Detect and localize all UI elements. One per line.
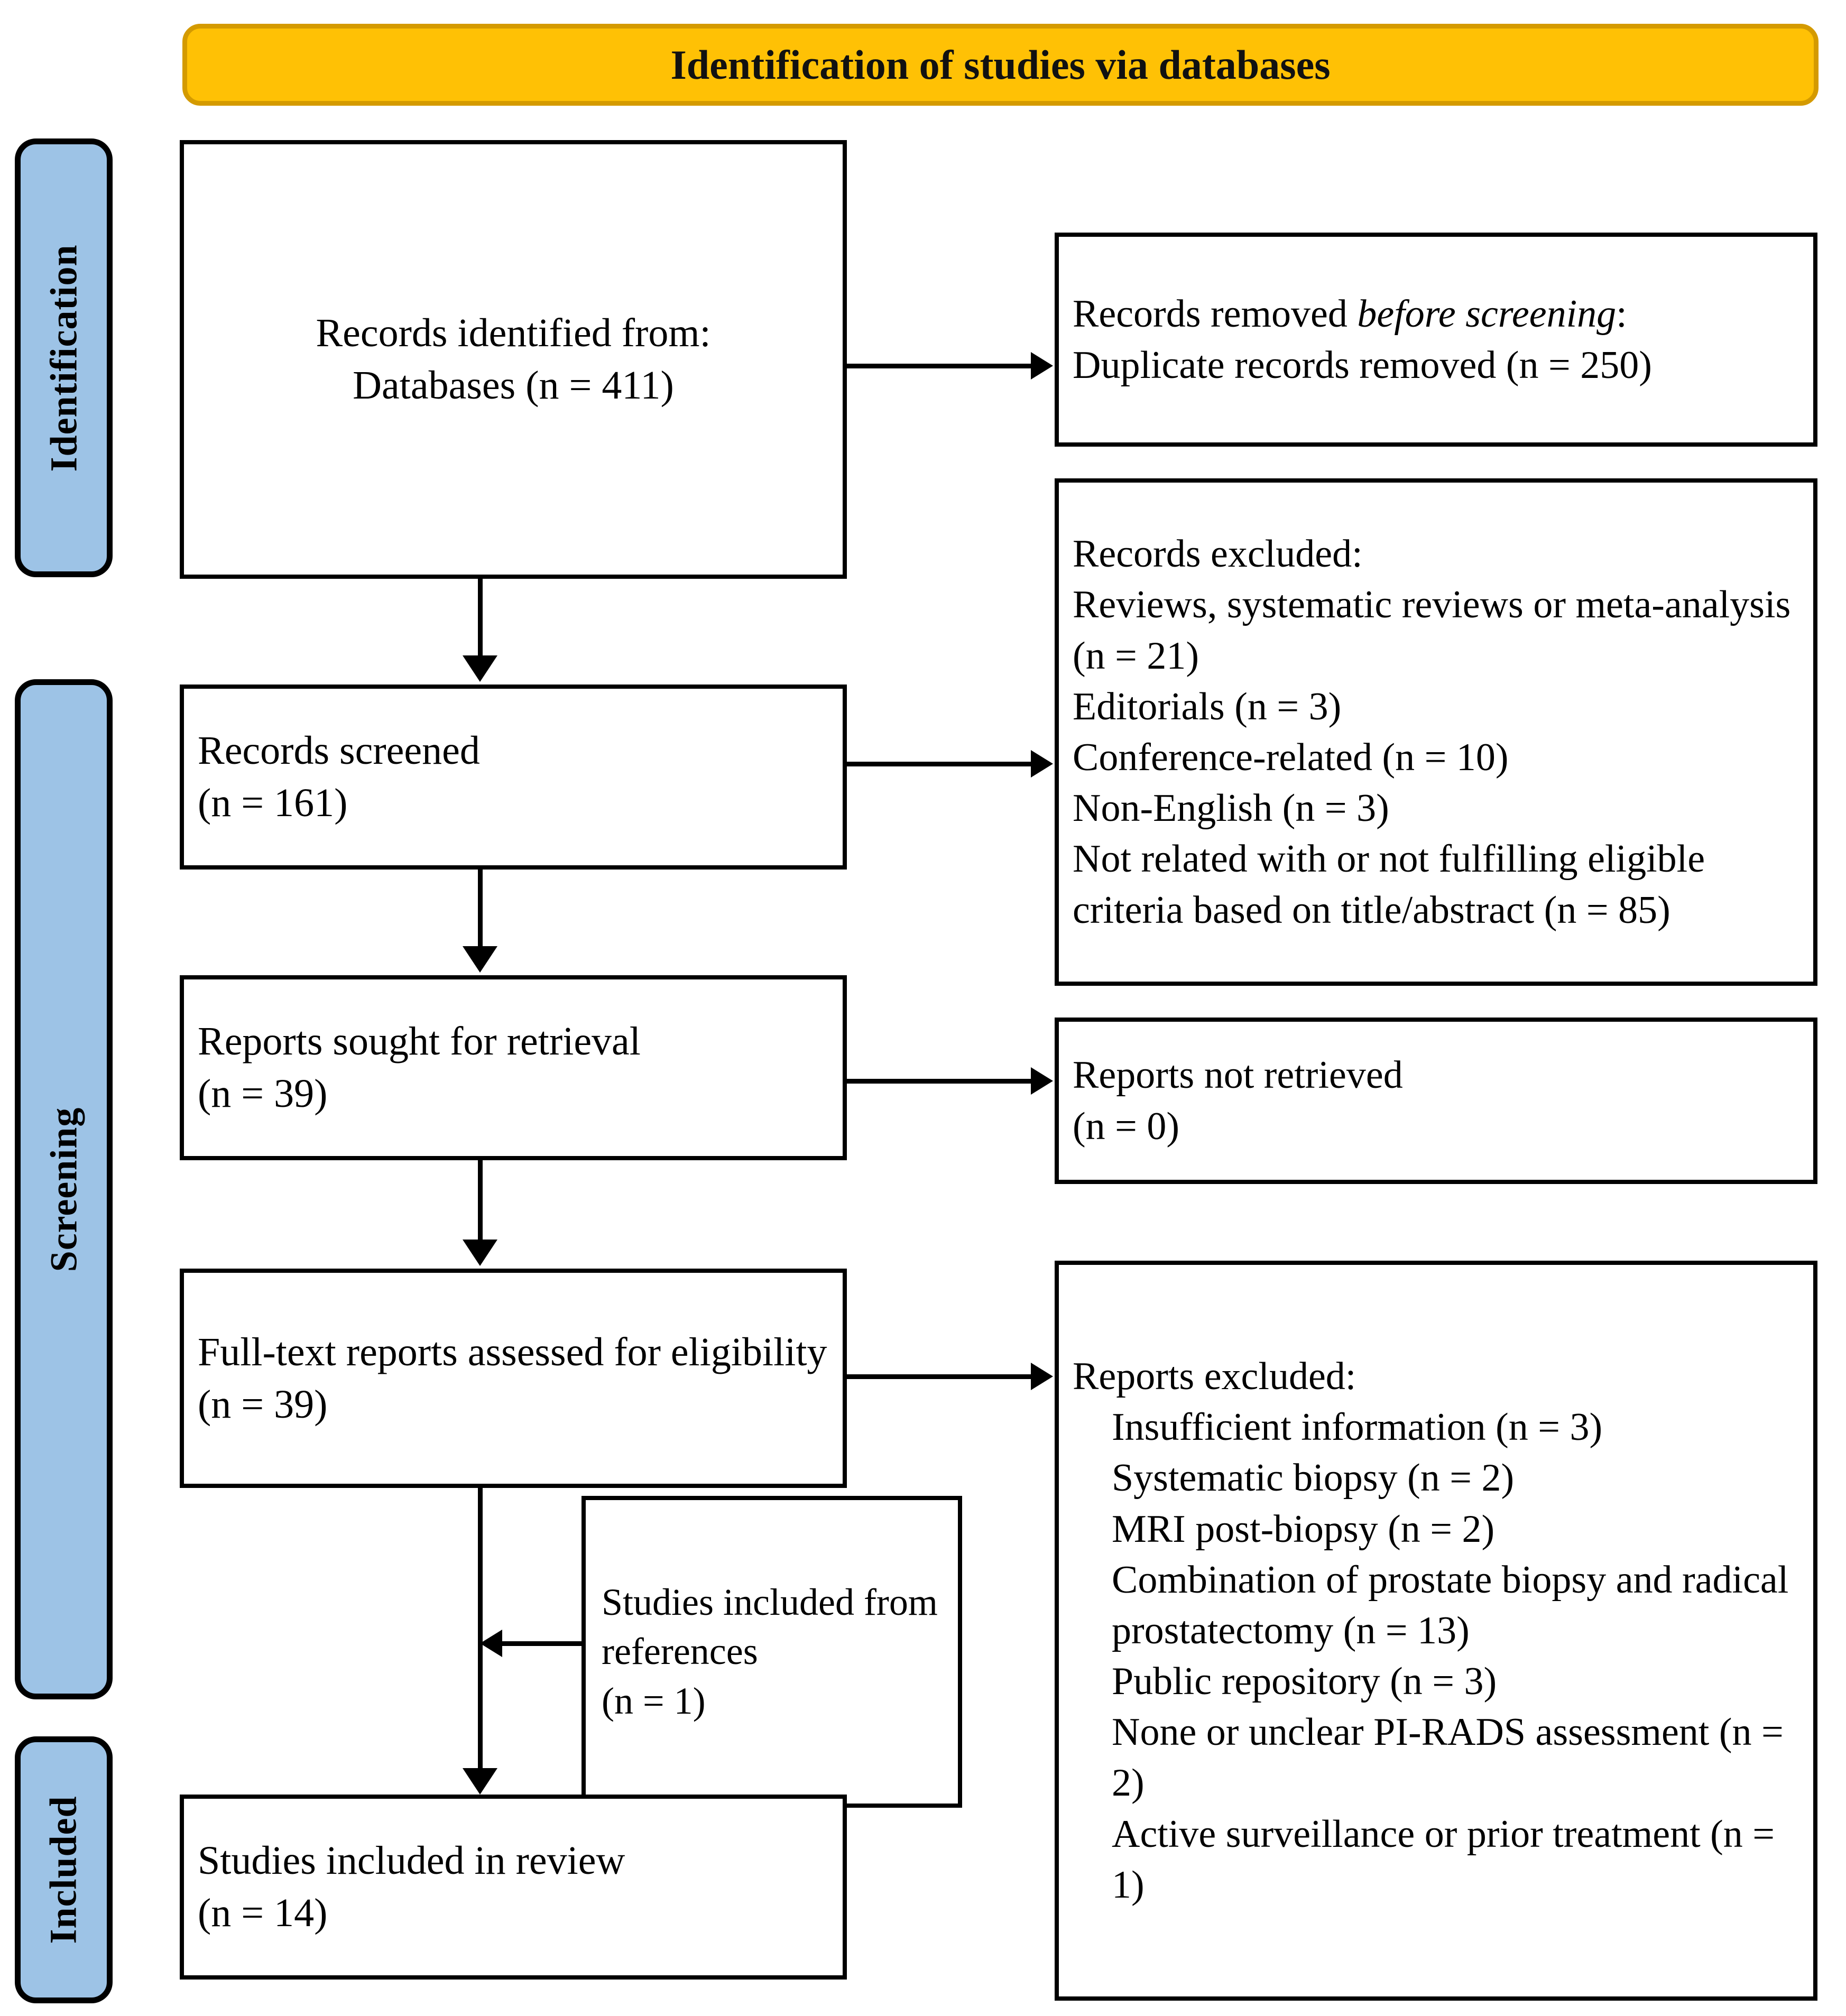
phase-label-identification: Identification [15,138,113,577]
reports-excluded-item-4: Public repository (n = 3) [1112,1660,1497,1704]
records-excluded-item-4: Not related with or not fulfilling eligi… [1073,837,1705,932]
connector-references-to-main [502,1641,584,1646]
records-screened-line1: Records screened [198,728,480,773]
arrow-screened-to-sought [463,946,497,973]
connector-identified-to-screened [478,579,483,661]
box-reports-sought: Reports sought for retrieval (n = 39) [180,975,847,1160]
box-fulltext-assessed: Full-text reports assessed for eligibili… [180,1269,847,1488]
records-excluded-item-3: Non-English (n = 3) [1073,787,1389,830]
records-removed-line2: Duplicate records removed (n = 250) [1073,343,1652,387]
phase-label-included: Included [15,1736,113,2003]
arrow-identified-to-screened [463,655,497,682]
connector-identified-to-removed [847,364,1032,368]
banner-title: Identification of studies via databases [670,41,1331,88]
box-reports-excluded: Reports excluded: Insufficient informati… [1055,1261,1817,2001]
reports-excluded-item-0: Insufficient information (n = 3) [1112,1405,1603,1449]
box-reports-not-retrieved: Reports not retrieved (n = 0) [1055,1018,1817,1184]
connector-sought-to-not-retrieved [847,1079,1032,1084]
reports-excluded-heading: Reports excluded: [1073,1354,1356,1398]
arrow-sought-to-not-retrieved [1031,1067,1053,1095]
phase-label-screening: Screening [15,679,113,1699]
box-records-excluded: Records excluded: Reviews, systematic re… [1055,478,1817,986]
box-studies-from-references: Studies included from references (n = 1) [582,1496,962,1808]
studies-from-references-line2: (n = 1) [602,1679,706,1722]
box-records-removed: Records removed before screening: Duplic… [1055,233,1817,447]
reports-sought-line1: Reports sought for retrieval [198,1019,641,1064]
arrow-identified-to-removed [1031,352,1053,380]
records-excluded-item-1: Editorials (n = 3) [1073,685,1342,728]
fulltext-assessed-line2: (n = 39) [198,1382,328,1427]
arrow-references-to-main [480,1630,502,1657]
reports-excluded-item-1: Systematic biopsy (n = 2) [1112,1456,1515,1500]
records-removed-line1-a: Records removed [1073,292,1358,336]
studies-from-references-line1: Studies included from references [602,1580,938,1673]
connector-screened-to-excluded [847,762,1032,766]
records-excluded-item-2: Conference-related (n = 10) [1073,736,1509,779]
records-excluded-item-0: Reviews, systematic reviews or meta-anal… [1073,583,1791,678]
box-records-identified: Records identified from: Databases (n = … [180,140,847,579]
phase-label-screening-text: Screening [42,1107,85,1272]
records-identified-line1: Records identified from: [316,311,711,356]
records-identified-line2: Databases (n = 411) [353,363,674,408]
banner-identification-via-databases: Identification of studies via databases [182,24,1819,106]
fulltext-assessed-line1: Full-text reports assessed for eligibili… [198,1329,827,1374]
records-excluded-heading: Records excluded: [1073,532,1363,576]
records-screened-line2: (n = 161) [198,781,348,825]
arrow-sought-to-fulltext [463,1240,497,1266]
connector-sought-to-fulltext [478,1160,483,1245]
records-removed-line1: Records removed before screening: [1073,289,1799,339]
reports-not-retrieved-line1: Reports not retrieved [1073,1053,1403,1097]
arrow-fulltext-to-included [463,1768,497,1795]
connector-fulltext-to-reports-excluded [847,1374,1032,1379]
records-removed-line1-c: : [1616,292,1627,336]
reports-not-retrieved-line2: (n = 0) [1073,1104,1180,1148]
reports-excluded-item-3: Combination of prostate biopsy and radic… [1112,1558,1789,1652]
reports-excluded-item-5: None or unclear PI-RADS assessment (n = … [1112,1710,1784,1805]
phase-label-included-text: Included [42,1796,85,1944]
connector-screened-to-sought [478,870,483,951]
studies-included-line1: Studies included in review [198,1838,625,1883]
arrow-screened-to-excluded [1031,750,1053,778]
reports-excluded-item-2: MRI post-biopsy (n = 2) [1112,1507,1495,1551]
reports-excluded-item-6: Active surveillance or prior treatment (… [1112,1812,1775,1907]
phase-label-identification-text: Identification [42,244,85,472]
arrow-fulltext-to-reports-excluded [1031,1363,1053,1390]
box-studies-included-in-review: Studies included in review (n = 14) [180,1795,847,1980]
studies-included-line2: (n = 14) [198,1891,328,1935]
box-records-screened: Records screened (n = 161) [180,685,847,870]
records-removed-before-screening-italic: before screening [1357,292,1617,336]
reports-sought-line2: (n = 39) [198,1071,328,1116]
